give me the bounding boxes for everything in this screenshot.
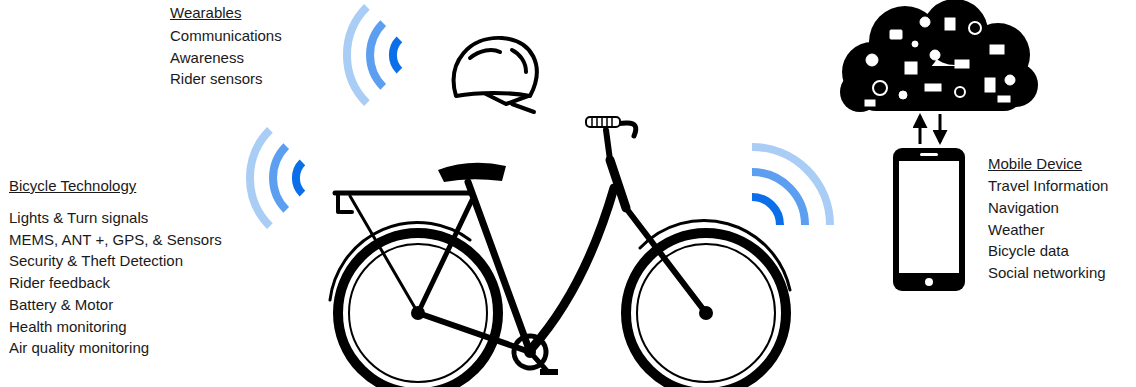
pedal [540, 369, 558, 375]
saddle [438, 163, 506, 182]
feature-item: Battery & Motor [9, 296, 113, 314]
feature-item: Air quality monitoring [9, 339, 149, 357]
group-heading: Bicycle Technology [9, 177, 136, 195]
group-heading: Wearables [170, 4, 241, 22]
feature-item: Travel Information [988, 177, 1108, 195]
bicycle-icon [330, 123, 790, 387]
phone-icon [893, 148, 965, 291]
grip-pattern [592, 118, 612, 126]
feature-item: Bicycle data [988, 242, 1069, 260]
feature-item: Awareness [170, 49, 244, 67]
feature-item: Lights & Turn signals [9, 209, 148, 227]
feature-item: Rider feedback [9, 274, 110, 292]
feature-item: Social networking [988, 264, 1106, 282]
group-heading: Mobile Device [988, 155, 1082, 173]
signal-waves [250, 130, 302, 226]
grip [586, 117, 620, 127]
feature-item: Weather [988, 221, 1044, 239]
feature-item: Rider sensors [170, 70, 263, 88]
feature-item: MEMS, ANT +, GPS, & Sensors [9, 231, 222, 249]
signal-waves [752, 147, 830, 225]
cloud-icons [865, 17, 1015, 106]
feature-item: Health monitoring [9, 318, 127, 336]
feature-item: Security & Theft Detection [9, 252, 183, 270]
cloud-icon [840, 0, 1038, 112]
feature-item: Navigation [988, 199, 1059, 217]
sync-arrows [920, 114, 940, 144]
helmet-icon [454, 38, 537, 112]
signal-waves [347, 7, 399, 103]
feature-item: Communications [170, 27, 282, 45]
